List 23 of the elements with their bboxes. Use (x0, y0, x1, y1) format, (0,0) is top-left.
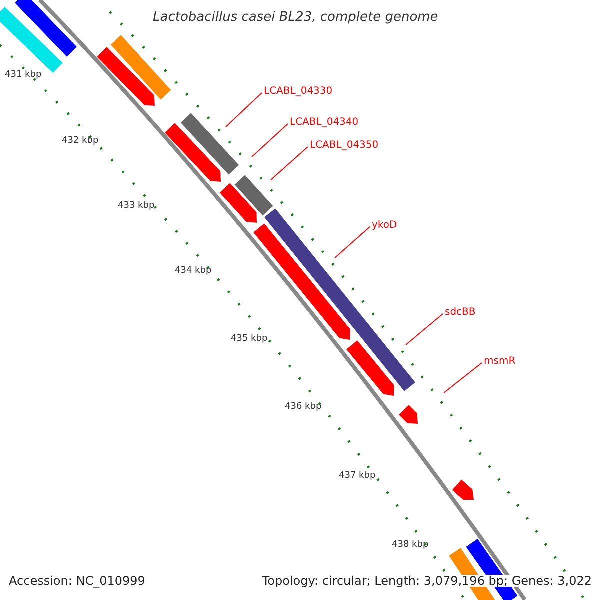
scale-label: 438 kbp (392, 541, 429, 550)
scale-label: 432 kbp (62, 137, 99, 146)
accession-text: Accession: NC_010999 (9, 575, 146, 587)
gene-label: LCABL_04330 (264, 87, 333, 97)
leader-line (406, 314, 444, 346)
scale-label: 431 kbp (5, 71, 42, 80)
gene-label: msmR (484, 357, 516, 367)
leader-line (334, 226, 370, 258)
map-title: Lactobacillus casei BL23, complete genome (153, 11, 438, 24)
gene-label: LCABL_04350 (310, 141, 379, 151)
gene-label: sdcBB (445, 308, 476, 318)
scale-label: 436 kbp (285, 403, 322, 412)
scale-label: 433 kbp (118, 202, 155, 211)
gene-label: LCABL_04340 (290, 118, 359, 128)
gene-label: ykoD (372, 221, 398, 231)
leader-line (226, 92, 262, 128)
genome-info-text: Topology: circular; Length: 3,079,196 bp; Genes: 3,022 (262, 575, 592, 587)
leader-line (270, 146, 308, 180)
scale-label: 434 kbp (175, 267, 212, 276)
scale-label: 437 kbp (339, 472, 376, 481)
scale-label: 435 kbp (231, 335, 268, 344)
leader-line (252, 124, 288, 158)
leader-line (444, 362, 482, 394)
